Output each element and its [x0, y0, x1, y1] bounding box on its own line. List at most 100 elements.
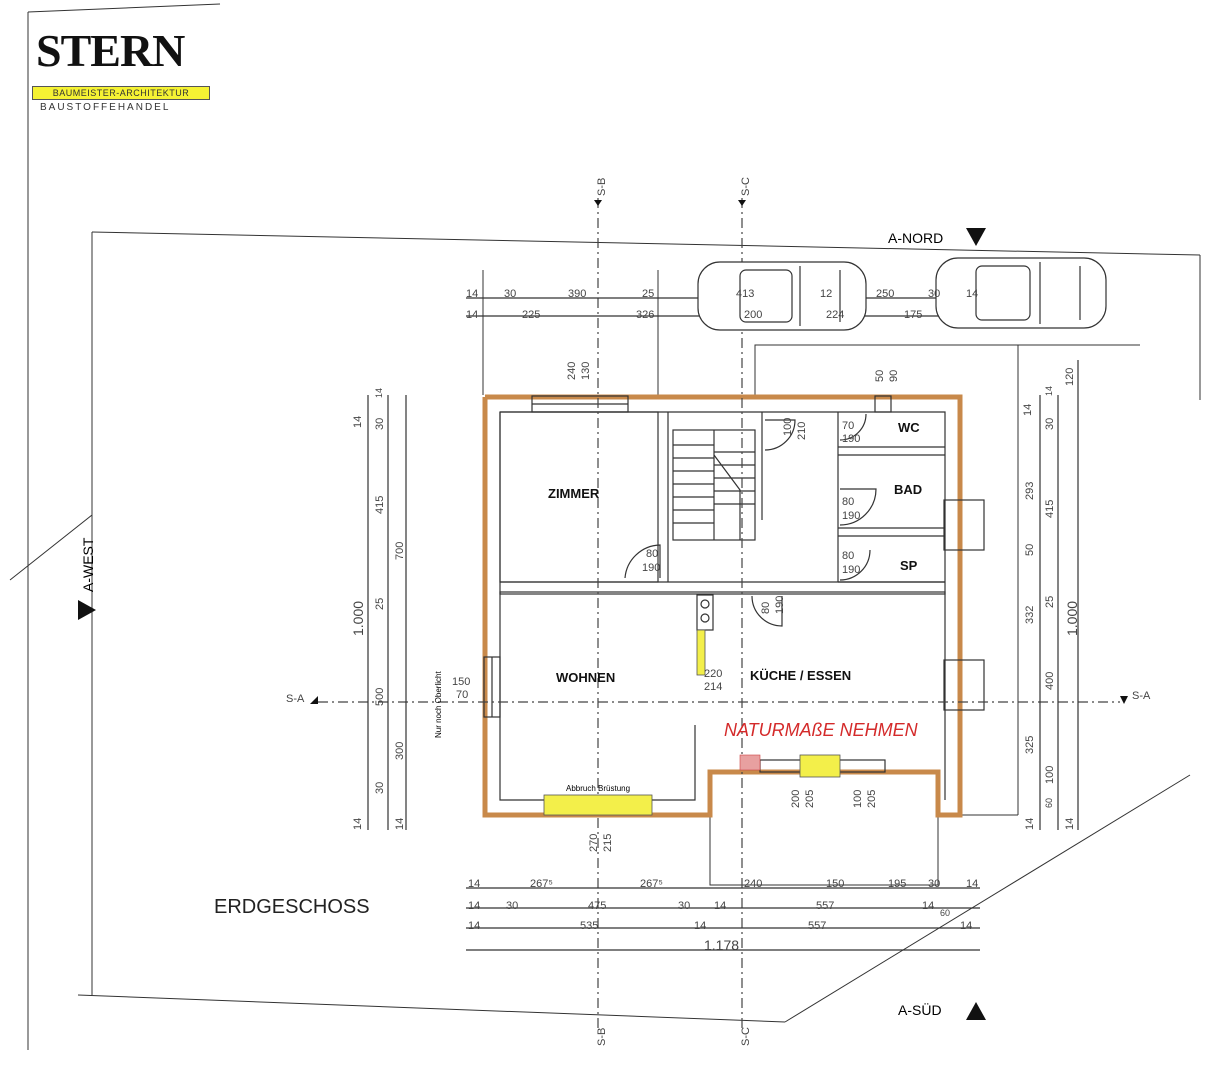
view-north-label: A-NORD: [888, 230, 944, 246]
dim-right-3: 120: [1064, 367, 1076, 386]
dim-bot2-4: 14: [714, 900, 727, 912]
dim-top1-0: 14: [466, 288, 479, 300]
section-a-label-right: S-A: [1132, 690, 1151, 702]
dim-bot3-1: 535: [580, 920, 599, 932]
dim-right-15: 14: [1064, 817, 1076, 830]
plot-line-north: [91, 231, 1201, 256]
dim-left-5: 25: [374, 597, 386, 610]
north-arrow-marker: [966, 228, 986, 246]
sheet-border-top: [27, 3, 221, 13]
opening-south3-w: 100: [852, 789, 864, 808]
dim-top1-6: 250: [876, 288, 895, 300]
dim-bot1-6: 30: [928, 878, 941, 890]
window-wc-north: [874, 395, 892, 413]
dim-right-13: 60: [1044, 797, 1054, 808]
car-1: [697, 261, 867, 331]
note-skylight: Nur noch Oberlicht: [434, 671, 443, 738]
opening-south2-w: 200: [790, 789, 802, 808]
dim-right-11: 325: [1024, 735, 1036, 754]
dim-bot1-7: 14: [966, 878, 979, 890]
dim-left-2: 14: [374, 387, 384, 398]
opening-zimmer-window-w: 240: [566, 361, 578, 380]
dim-bot1-1: 267⁵: [530, 878, 553, 890]
dim-bot1-2: 267⁵: [640, 878, 663, 890]
opening-south3-h: 205: [866, 789, 878, 808]
dim-bot1-4: 150: [826, 878, 845, 890]
view-south-label: A-SÜD: [898, 1002, 942, 1018]
opening-south-window-w: 270: [588, 833, 600, 852]
dim-top1-5: 12: [820, 288, 833, 300]
section-a-label-left: S-A: [286, 693, 305, 705]
opening-corr-door-h: 210: [796, 421, 808, 440]
dim-bot2-1: 30: [506, 900, 519, 912]
section-b-label-top: S-B: [596, 177, 608, 196]
dim-right-5: 415: [1044, 499, 1056, 518]
dim-top1-1: 30: [504, 288, 517, 300]
door-swing-bad: [839, 488, 877, 526]
highlight-demolition: [543, 794, 653, 816]
dim-left-1: 30: [374, 417, 386, 430]
highlight-red-hatch: [739, 754, 761, 771]
dim-top2-4: 224: [826, 309, 845, 321]
dim-top2-0: 14: [466, 309, 479, 321]
dim-right-4: 293: [1024, 481, 1036, 500]
opening-sp-door-w: 80: [842, 550, 855, 562]
dim-right-6: 50: [1024, 543, 1036, 556]
dim-left-0: 14: [352, 415, 364, 428]
dim-left-10: 14: [352, 817, 364, 830]
opening-kitchen-door-w: 80: [760, 601, 772, 614]
room-label-bad: BAD: [894, 482, 923, 497]
dim-bot3-2: 14: [694, 920, 707, 932]
dim-bot1-0: 14: [468, 878, 481, 890]
dim-top2-3: 200: [744, 309, 763, 321]
dim-top2-2: 326: [636, 309, 655, 321]
terrace-outline: [709, 815, 939, 886]
dim-bot2-3: 30: [678, 900, 691, 912]
plot-line-south: [77, 994, 786, 1023]
plot-line-southeast: [784, 774, 1191, 1023]
dim-top1-4: 413: [736, 288, 755, 300]
dim-bot3-3: 557: [808, 920, 827, 932]
opening-chimney-h: 214: [704, 681, 723, 693]
dim-bot1-5: 195: [888, 878, 907, 890]
opening-stair-door-h: 190: [642, 562, 661, 574]
dim-left-8: 300: [394, 741, 406, 760]
opening-west-window-w: 150: [452, 676, 471, 688]
dim-top1-2: 390: [568, 288, 587, 300]
opening-south-window-h: 215: [602, 833, 614, 852]
opening-south2-h: 205: [804, 789, 816, 808]
opening-sp-door-h: 190: [842, 564, 861, 576]
room-label-sp: SP: [900, 558, 918, 573]
door-swing-stair: [624, 544, 661, 579]
opening-zimmer-window-h: 130: [580, 361, 592, 380]
logo-wordmark: STERN: [36, 25, 185, 76]
opening-wc-window-w: 50: [874, 369, 886, 382]
logo-band: BAUMEISTER-ARCHITEKTUR: [32, 86, 210, 100]
dim-bot2-0: 14: [468, 900, 481, 912]
wall-living-top: [499, 591, 946, 595]
dim-right-0: 14: [1022, 403, 1034, 416]
outer-wall: [482, 394, 963, 818]
dim-right-7: 25: [1044, 595, 1056, 608]
highlight-chimney: [696, 629, 706, 676]
opening-wc-door-w: 70: [842, 420, 855, 432]
plot-line-west-a: [9, 232, 93, 581]
view-west-label: A-WEST: [80, 537, 96, 592]
dim-left-total: 1.000: [350, 600, 366, 636]
dim-left-9: 30: [374, 781, 386, 794]
dim-right-2: 14: [1044, 385, 1054, 396]
dim-right-total: 1.000: [1064, 600, 1080, 636]
opening-stair-door-w: 80: [646, 548, 659, 560]
opening-wc-window-h: 90: [888, 369, 900, 382]
door-swing-corridor: [764, 419, 796, 451]
room-label-zimmer: ZIMMER: [548, 486, 600, 501]
company-logo: STERN BAUMEISTER-ARCHITEKTUR BAUSTOFFEHA…: [30, 14, 210, 114]
car-2: [935, 257, 1107, 329]
stair-treads: [673, 430, 755, 540]
note-demolition: Abbruch Brüstung: [566, 784, 631, 793]
drawing-title: ERDGESCHOSS: [214, 896, 370, 918]
dim-bottom-total: 1.178: [704, 937, 740, 953]
dim-bot3-4: 14: [960, 920, 973, 932]
opening-bad-door-h: 190: [842, 510, 861, 522]
west-arrow-marker: [78, 600, 96, 620]
